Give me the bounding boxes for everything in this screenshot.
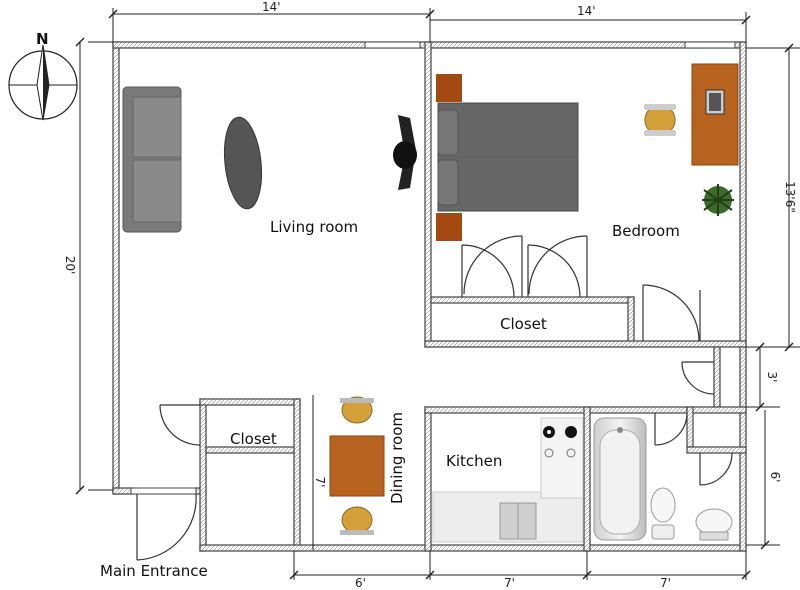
dim-top-left: 14' (262, 0, 281, 14)
bed (437, 102, 579, 212)
toilet (650, 487, 676, 540)
kitchen-counter (432, 417, 584, 543)
sink (695, 508, 733, 541)
dim-right-upper: 13'6" (783, 181, 797, 213)
dim-bottom-3: 7' (660, 576, 671, 590)
dim-right-middle: 3' (765, 371, 779, 383)
desk-chair (644, 104, 676, 136)
walls (112, 41, 747, 552)
entry-closet-label: Closet (230, 430, 277, 448)
living-room-label: Living room (270, 218, 359, 236)
doors (136, 235, 733, 561)
dining-set (329, 396, 385, 535)
coffee-table (223, 116, 263, 210)
compass-icon (8, 44, 78, 121)
windows (130, 41, 736, 495)
plant-icon (702, 184, 734, 216)
dim-top-right: 14' (577, 4, 596, 18)
kitchen-label: Kitchen (446, 452, 503, 470)
nightstand-top (436, 74, 462, 102)
nightstand-bottom (436, 213, 462, 241)
stove (543, 426, 577, 458)
bedroom-label: Bedroom (612, 222, 680, 240)
dining-room-label: Dining room (388, 412, 406, 504)
dim-dining-height: 7' (313, 476, 327, 488)
dimension-ticks (75, 9, 794, 580)
compass-north-label: N (36, 30, 49, 48)
desk (691, 63, 739, 166)
bathtub (593, 417, 647, 541)
dim-left: 20' (63, 255, 77, 275)
bedroom-closet-label: Closet (500, 315, 547, 333)
dim-right-lower: 6' (768, 471, 782, 483)
dim-bottom-2: 7' (504, 576, 515, 590)
tv-chair (393, 115, 417, 190)
dim-bottom-1: 6' (355, 576, 366, 590)
main-entrance-label: Main Entrance (100, 562, 208, 580)
dimension-lines (79, 8, 800, 580)
sofa (122, 86, 182, 233)
